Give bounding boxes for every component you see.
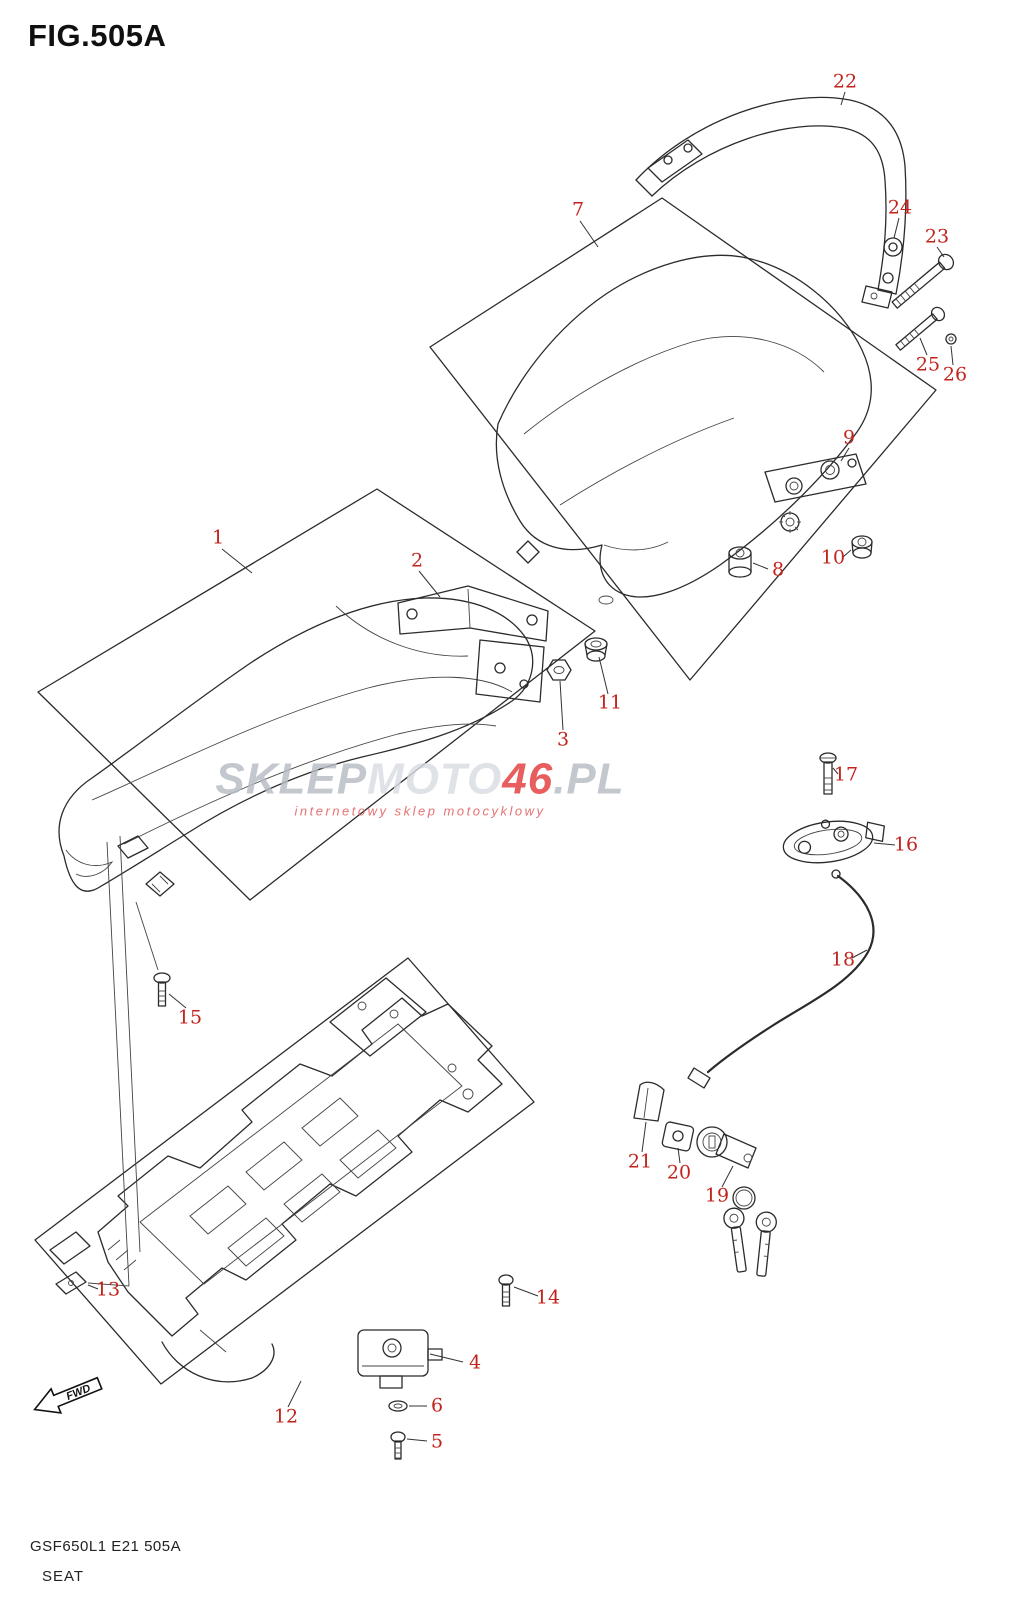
figure-name: SEAT <box>42 1568 85 1585</box>
hinge-plate-drawing <box>764 453 867 533</box>
callout-8: 8 <box>771 558 785 581</box>
lock-screw-drawing <box>819 752 837 795</box>
callout-11: 11 <box>597 691 623 714</box>
callout-4: 4 <box>468 1351 482 1374</box>
callout-6: 6 <box>430 1394 444 1417</box>
callout-18: 18 <box>830 948 856 971</box>
latch-4-drawing <box>357 1329 443 1389</box>
bolt-5-drawing <box>390 1431 406 1460</box>
callout-24: 24 <box>887 196 913 219</box>
lock-clip-drawing <box>633 1081 665 1122</box>
callout-26: 26 <box>942 363 968 386</box>
nut-11-drawing <box>584 637 608 662</box>
seat-bumper-drawing <box>728 546 752 578</box>
screw-14-drawing <box>498 1274 514 1307</box>
callout-14: 14 <box>535 1286 561 1309</box>
callout-19: 19 <box>704 1184 730 1207</box>
callout-13: 13 <box>95 1278 121 1301</box>
lock-cylinder-keys-drawing <box>696 1126 777 1277</box>
callout-22: 22 <box>832 70 858 93</box>
washer-6-drawing <box>388 1400 408 1412</box>
callout-21: 21 <box>627 1150 653 1173</box>
fwd-arrow: FWD <box>33 1376 103 1414</box>
callout-15: 15 <box>177 1006 203 1029</box>
callout-23: 23 <box>924 225 950 248</box>
screw-15-drawing <box>153 972 171 1007</box>
fastener-set-top-right <box>883 237 957 351</box>
seat-lock-drawing <box>782 819 885 864</box>
callout-7: 7 <box>571 198 585 221</box>
lock-gasket-drawing <box>661 1121 695 1152</box>
callout-10: 10 <box>820 546 846 569</box>
nut-3-drawing <box>546 659 572 681</box>
seat-base-drawing <box>49 977 503 1383</box>
grab-rail-drawing <box>635 96 907 309</box>
callout-12: 12 <box>273 1405 299 1428</box>
leader-lines <box>87 91 954 1442</box>
rear-seat-drawing <box>495 254 872 605</box>
callout-16: 16 <box>893 833 919 856</box>
alignment-lines <box>87 835 159 1287</box>
nut-10-drawing <box>851 535 873 559</box>
callout-17: 17 <box>833 763 859 786</box>
figure-code: GSF650L1 E21 505A <box>30 1538 182 1555</box>
front-seat-drawing <box>58 597 534 897</box>
callout-20: 20 <box>666 1161 692 1184</box>
callout-25: 25 <box>915 353 941 376</box>
clip-13-drawing <box>55 1271 87 1295</box>
callout-2: 2 <box>410 549 424 572</box>
callout-5: 5 <box>430 1430 444 1453</box>
callout-1: 1 <box>211 526 225 549</box>
perspective-boxes <box>34 197 937 1385</box>
callout-9: 9 <box>842 426 856 449</box>
seat-bracket-drawing <box>397 585 549 703</box>
fwd-label: FWD <box>65 1382 93 1403</box>
figure-title: FIG.505A <box>28 18 167 53</box>
lock-cable-drawing <box>687 869 875 1089</box>
callout-3: 3 <box>556 728 570 751</box>
